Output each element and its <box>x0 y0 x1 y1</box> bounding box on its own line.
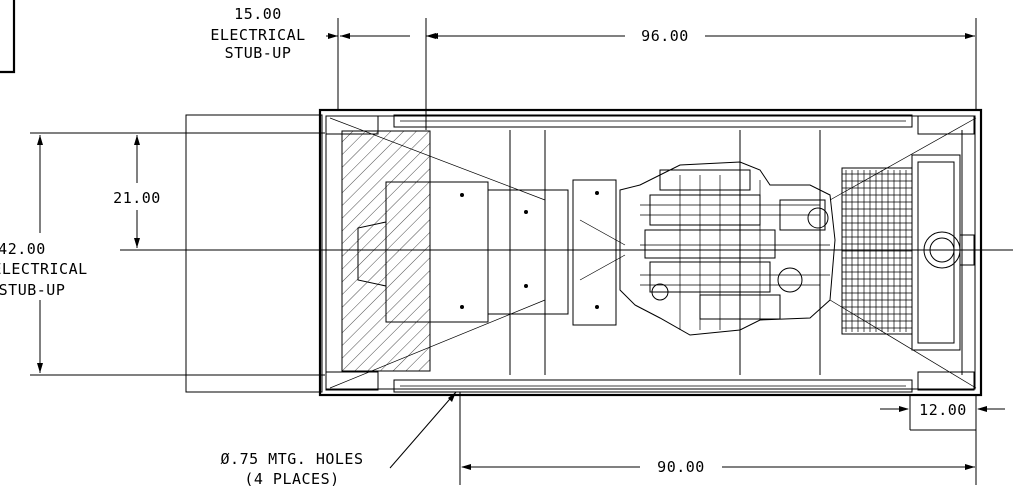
top-dimensions <box>326 18 977 130</box>
left-dimensions <box>30 132 330 376</box>
base-frame <box>185 108 1013 397</box>
radiator-core <box>841 167 913 335</box>
dim-15-note-line2: STUB-UP <box>225 44 292 62</box>
dim-15-note-line1: ELECTRICAL <box>210 26 305 44</box>
mounting-holes-leader <box>389 391 457 469</box>
dim-42-value: 42.00 <box>0 240 46 258</box>
dim-12-value: 12.00 <box>919 401 967 419</box>
mounting-holes-note-line1: Ø.75 MTG. HOLES <box>221 450 364 468</box>
dim-42-note-line2: STUB-UP <box>0 281 65 299</box>
mounting-holes-note-line2: (4 PLACES) <box>244 470 339 488</box>
dim-96-value: 96.00 <box>641 27 689 45</box>
dim-42-note-line1: ELECTRICAL <box>0 260 88 278</box>
engine-assembly <box>619 161 836 336</box>
radiator-housing <box>911 154 975 351</box>
right-dimension <box>880 395 1005 431</box>
title-block-edge <box>0 0 16 74</box>
dim-15-value: 15.00 <box>234 5 282 23</box>
bottom-dimension <box>459 392 977 485</box>
generator-body <box>357 179 626 326</box>
dim-90-value: 90.00 <box>657 458 705 476</box>
dim-21-value: 21.00 <box>113 189 161 207</box>
